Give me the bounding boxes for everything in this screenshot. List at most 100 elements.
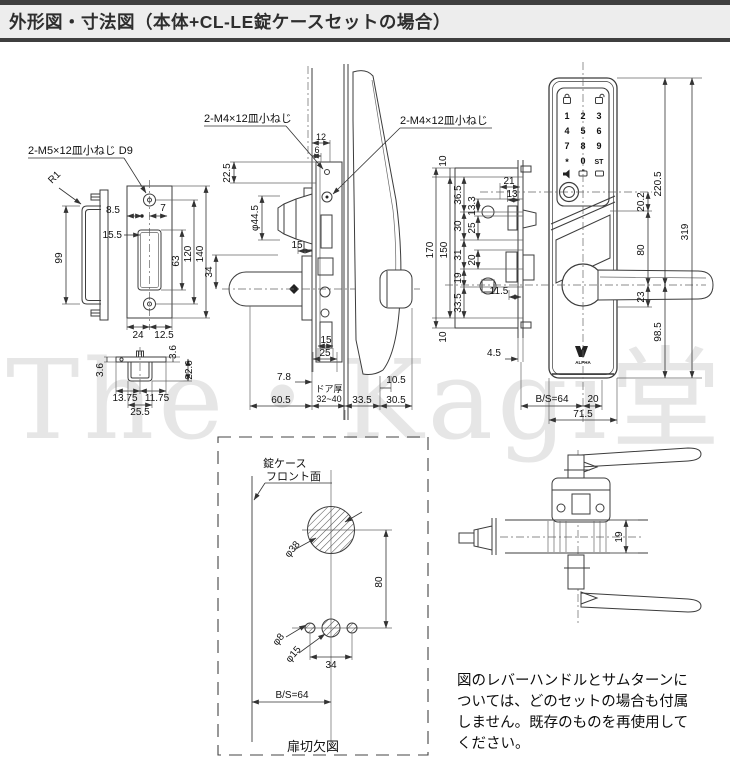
dim-13-3: 13.3 [467, 196, 478, 216]
handle-top-view: 19 [458, 447, 702, 625]
side-screw-label-left: 2-M4×12皿小ねじ [204, 112, 324, 170]
dim-bs64: B/S=64 [535, 394, 569, 405]
dim-phi38: φ38 [283, 539, 303, 560]
radius-label: R1 [46, 169, 63, 186]
case-left-dims: 170 150 10 10 36.5 30 31 19 33.5 13.3 25… [425, 155, 481, 343]
strike-screw-label: 2-M5×12皿小ねじ D9 [28, 144, 147, 194]
cutout-80-dim: 80 [374, 529, 389, 629]
dim-22-6: 22.6 [184, 360, 195, 380]
dimension-drawing: 99 R1 2-M5×12皿小ねじ D9 8.5 7 15.5 [28, 62, 714, 756]
alpha-logo: ALPHA [575, 346, 591, 365]
handle-19-dim: 19 [610, 519, 638, 554]
key-1: 1 [564, 111, 569, 121]
dim-71-5: 71.5 [573, 409, 593, 420]
side-top-dims: 12 6 [311, 132, 331, 162]
strike-screw-text: 2-M5×12皿小ねじ D9 [28, 144, 133, 157]
dim-150: 150 [439, 241, 450, 258]
strike-side-r1-label: R1 [46, 169, 82, 205]
lever-side-exterior [379, 269, 413, 309]
lock-icon [563, 93, 571, 104]
door-cutout-diagram: 錠ケース フロント面 φ38 80 φ8 φ15 34 [217, 436, 429, 756]
dim-12: 12 [316, 132, 326, 142]
front-face-label: 錠ケース フロント面 [253, 456, 332, 501]
dim-31: 31 [453, 249, 464, 261]
strike-front-view: 2-M5×12皿小ねじ D9 8.5 7 15.5 63 120 140 [28, 144, 210, 341]
strike-section-dims: 3.6 3.6 22.6 13.75 11.75 25.5 [95, 345, 195, 418]
dim-phi8: φ8 [271, 631, 287, 648]
strike-side-view: 99 R1 [46, 169, 109, 321]
side-dim-34: 34 [204, 254, 278, 290]
dim-7: 7 [160, 203, 166, 214]
key-9: 9 [596, 141, 601, 151]
dim-4-5: 4.5 [487, 348, 501, 359]
dim-phi15: φ15 [284, 644, 304, 665]
dim-30-5: 30.5 [386, 395, 406, 406]
exterior-panel-profile [352, 70, 402, 375]
front-right-dims: 20.2 80 23 220.5 98.5 319 [610, 77, 702, 379]
side-dim-22-5: 22.5 [222, 161, 316, 184]
dim-25-5: 25.5 [130, 407, 150, 418]
dim-10-top: 10 [438, 155, 449, 167]
cutout-phi8-label: φ8 [271, 624, 307, 648]
dim-80-cutout: 80 [374, 576, 385, 588]
case-small-dims: 21 13 11.5 4.5 [487, 176, 524, 362]
case-extension-lines [432, 167, 523, 329]
dim-33-5-left: 33.5 [453, 293, 464, 313]
dim-80: 80 [636, 244, 647, 256]
dim-33-5: 33.5 [352, 395, 372, 406]
lever-side-interior [228, 255, 313, 321]
note-text: 図のレバーハンドルとサムターンに ついては、どのセットの場合も付属 しません。既… [457, 673, 689, 753]
dim-13: 13 [506, 189, 518, 200]
dim-23: 23 [636, 291, 647, 303]
screw-label-right-text: 2-M4×12皿小ねじ [400, 114, 488, 127]
side-dim-15-upper: 15 [291, 240, 313, 254]
door-thickness-label: ドア厚 [315, 384, 342, 394]
dim-120: 120 [183, 245, 194, 262]
dim-220-5: 220.5 [653, 171, 664, 196]
dim-25: 25 [319, 348, 331, 359]
door-hatch [547, 521, 607, 552]
dim-7-8: 7.8 [277, 372, 291, 383]
cutout-phi15-label: φ15 [284, 633, 326, 665]
key-7: 7 [564, 141, 569, 151]
dim-15-5: 15.5 [103, 230, 123, 241]
dim-30: 30 [453, 220, 464, 232]
dim-13-75: 13.75 [112, 393, 137, 404]
dim-36-5: 36.5 [453, 185, 464, 205]
key-4: 4 [564, 126, 569, 136]
dim-20-bottom: 20 [587, 394, 599, 405]
dim-25-left: 25 [467, 222, 478, 234]
side-dims-15-25: 15 25 [312, 335, 338, 372]
key-st: ST [595, 159, 605, 166]
dim-63: 63 [171, 255, 182, 267]
dim-12-5: 12.5 [154, 330, 174, 341]
unlock-icon [595, 93, 605, 104]
page-header: 外形図・寸法図（本体+CL-LE錠ケースセットの場合） [0, 0, 730, 42]
lower-panel [555, 214, 611, 284]
strike-right-dims: 63 120 140 [156, 185, 210, 319]
key-3: 3 [596, 111, 601, 121]
dim-140: 140 [195, 245, 206, 262]
front-face-label-line1: 錠ケース [263, 456, 306, 470]
dim-11-75: 11.75 [145, 393, 170, 404]
dim-19-handle: 19 [614, 531, 625, 543]
dim-15-lower: 15 [320, 335, 332, 346]
dim-319: 319 [680, 223, 691, 240]
dim-11-5: 11.5 [490, 286, 509, 297]
front-face-label-line2: フロント面 [266, 471, 321, 483]
strike-bottom-dims: 24 12.5 [126, 318, 174, 341]
strike-top-dims: 8.5 7 15.5 [103, 203, 168, 241]
alpha-logo-text: ALPHA [575, 360, 591, 365]
dim-10-5: 10.5 [386, 375, 406, 386]
side-bottom-dims: 60.5 ドア厚 32~40 33.5 30.5 [249, 306, 413, 420]
dim-6: 6 [314, 145, 319, 155]
card-icon [595, 170, 604, 177]
dim-phi44-5: φ44.5 [250, 205, 261, 231]
dim-19-left: 19 [453, 272, 464, 284]
dim-34: 34 [204, 266, 215, 278]
lock-front-view: 170 150 10 10 36.5 30 31 19 33.5 13.3 25… [425, 62, 714, 424]
dim-20-2: 20.2 [636, 192, 647, 212]
key-6: 6 [596, 126, 601, 136]
dim-99: 99 [54, 252, 65, 264]
dim-15-upper: 15 [291, 240, 303, 251]
